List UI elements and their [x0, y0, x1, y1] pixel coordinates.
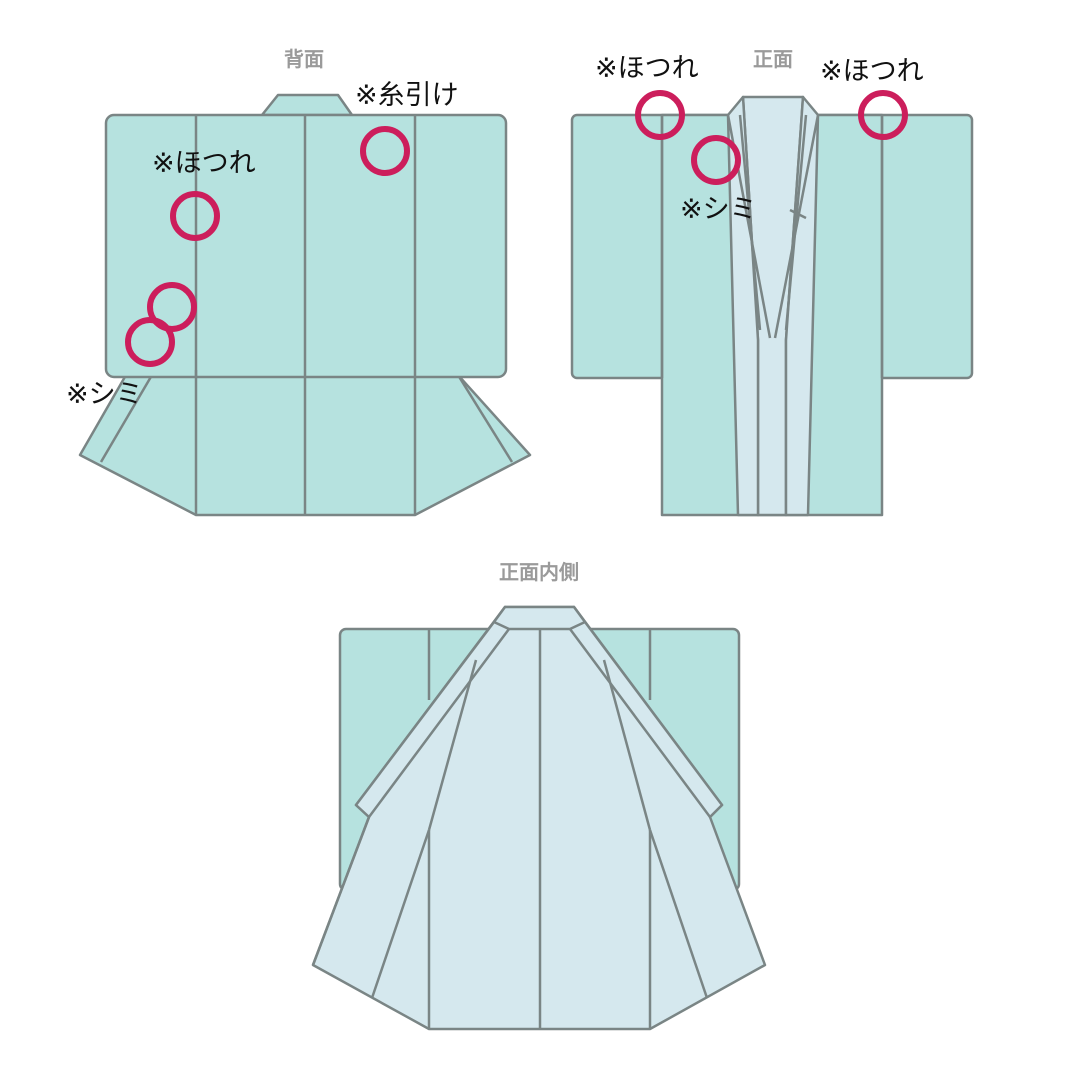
front-note-shimi: ※シミ	[680, 194, 757, 225]
front-marker-shimi	[691, 135, 741, 185]
back-hem-seam-right	[456, 374, 514, 463]
back-view: 背面 ※糸引け ※ほつれ ※シミ	[66, 47, 532, 517]
inside-view: 正面内側	[311, 560, 767, 1031]
front-collar-band-left	[726, 95, 760, 517]
inside-gusset-right	[648, 829, 709, 999]
inside-lapel-line-right	[602, 659, 652, 831]
front-note-hotsure-right: ※ほつれ	[820, 56, 924, 87]
front-lapel-inner-left	[738, 114, 762, 331]
back-view-title: 背面	[284, 47, 324, 71]
front-marker-hotsure-right	[858, 90, 908, 140]
back-note-itohiki: ※糸引け	[355, 80, 459, 111]
front-lapel-notch	[789, 208, 807, 220]
front-note-hotsure-left: ※ほつれ	[595, 53, 699, 84]
back-marker-shimi-lower	[125, 317, 175, 367]
front-marker-hotsure-left	[635, 90, 685, 140]
front-view-title: 正面	[753, 47, 793, 71]
inside-lapel-line-left	[427, 659, 478, 831]
inside-view-title: 正面内側	[499, 560, 579, 584]
back-marker-shimi-upper	[147, 282, 197, 332]
front-lapel-inner-right	[784, 114, 808, 331]
back-note-hotsure: ※ほつれ	[152, 148, 256, 179]
back-note-shimi: ※シミ	[66, 379, 143, 410]
back-marker-itohiki	[360, 126, 410, 176]
front-view: 正面 ※ほつれ ※ほつれ ※シミ	[570, 47, 974, 517]
back-collar	[260, 93, 354, 117]
back-marker-hotsure	[170, 191, 220, 241]
inside-collar-top	[492, 605, 587, 631]
inside-side-left	[311, 816, 371, 966]
inside-gusset-left	[370, 829, 431, 999]
back-hem-seam-left	[99, 374, 154, 463]
